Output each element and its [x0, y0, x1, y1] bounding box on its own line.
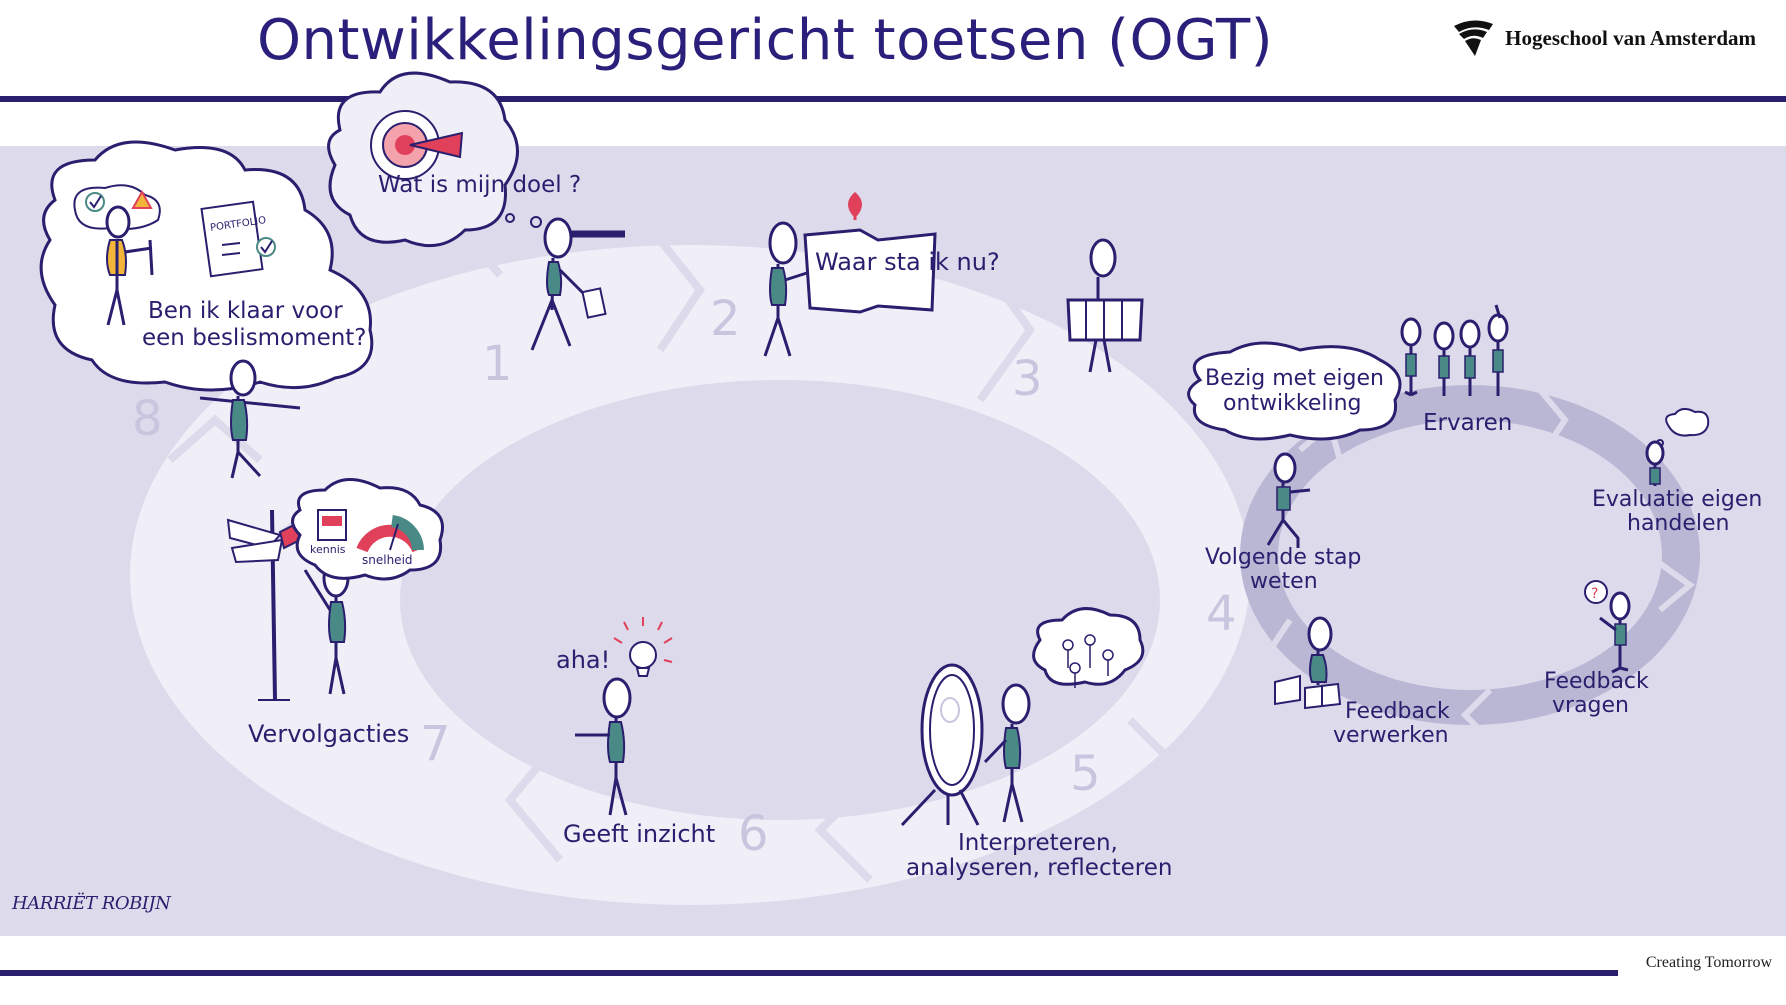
footer-tagline: Creating Tomorrow: [1645, 954, 1772, 971]
step-number-4: 4: [1206, 586, 1237, 642]
cycle-label-feedback-verwerken: Feedback verwerken: [1333, 699, 1457, 748]
step-numbers: 1 2 3 4 5 6 7 8: [132, 291, 1237, 862]
cycle-label-evaluatie: Evaluatie eigen handelen: [1592, 487, 1769, 536]
step-8-decision-moment: PORTFOLIO Ben ik klaar voor een beslismo…: [39, 140, 374, 479]
footer-divider: [0, 970, 1618, 976]
warning-icon: [131, 189, 153, 209]
reflection-label: Interpreteren, analyseren, reflecteren: [906, 830, 1172, 881]
step-number-6: 6: [738, 806, 769, 862]
step-7-follow-up-actions: kennis snelheid Vervolgacties: [226, 478, 444, 748]
step-4-own-development: Bezig met eigen ontwikkeling: [1187, 341, 1402, 441]
insight-label: Geeft inzicht: [563, 820, 715, 848]
development-bubble-text: Bezig met eigen ontwikkeling: [1205, 366, 1391, 416]
person-icon: [229, 359, 257, 397]
question-bubble-icon: [1584, 580, 1608, 604]
lightbulb-icon: [629, 641, 657, 669]
reflection-thought-bubble: [1032, 607, 1145, 686]
step-number-1: 1: [482, 336, 513, 392]
thinking-bubble-icon: [1665, 408, 1710, 437]
aha-exclamation: aha!: [556, 646, 610, 674]
gauge-right-label: snelheid: [362, 553, 413, 567]
hva-logo: Hogeschool van Amsterdam: [1451, 18, 1756, 58]
person-icon: [1645, 440, 1665, 466]
cycle-volgende-stap: Volgende stap weten: [1205, 452, 1368, 594]
goal-bubble-text: Wat is mijn doel ?: [378, 172, 581, 198]
person-icon: [1001, 683, 1031, 725]
person-icon: [1089, 238, 1117, 278]
gauge-left-label: kennis: [310, 543, 346, 556]
person-icon: [105, 205, 131, 239]
step-number-7: 7: [420, 716, 451, 772]
header-divider: [0, 96, 1786, 102]
step-2-current-position: Waar sta ik nu?: [763, 191, 1000, 357]
follow-up-label: Vervolgacties: [248, 720, 409, 748]
cycle-feedback-verwerken: Feedback verwerken: [1274, 616, 1457, 748]
cycle-feedback-vragen: ? Feedback vragen: [1544, 580, 1656, 718]
step-3-reading-map: [1066, 238, 1144, 373]
development-cycle: [1240, 385, 1700, 743]
step-6-insight: aha! Geeft inzicht: [556, 617, 715, 848]
person-icon: [1273, 452, 1297, 484]
page-title: Ontwikkelingsgericht toetsen (OGT): [256, 8, 1274, 73]
illustrator-signature: HARRIËT ROBIJN: [12, 893, 171, 914]
cycle-label-feedback-vragen: Feedback vragen: [1544, 669, 1656, 718]
person-icon: [543, 217, 573, 259]
person-icon: [768, 221, 798, 265]
cycle-label-ervaren: Ervaren: [1423, 410, 1512, 436]
document-icon: [1274, 674, 1301, 706]
map-sign-text: Waar sta ik nu?: [815, 248, 1000, 276]
svg-text:?: ?: [1591, 586, 1598, 602]
check-icon: [85, 192, 105, 212]
person-icon: [1609, 591, 1631, 621]
cycle-ervaren: Ervaren: [1400, 304, 1512, 436]
decision-bubble-text: Ben ik klaar voor een beslismoment?: [142, 298, 367, 351]
cycle-evaluatie: Evaluatie eigen handelen: [1592, 408, 1769, 536]
development-thought-bubble: [1187, 341, 1402, 441]
step-1-goal: Wat is mijn doel ?: [327, 71, 625, 351]
portfolio-document-icon: [200, 200, 264, 278]
mirror-icon: [920, 663, 984, 797]
cycle-label-volgende-stap: Volgende stap weten: [1205, 545, 1368, 594]
location-pin-icon: [848, 191, 862, 220]
step-number-3: 3: [1012, 351, 1043, 407]
person-icon: [1307, 616, 1333, 652]
person-icon: [602, 677, 632, 719]
gauge-thought-bubble: [291, 478, 444, 581]
map-sign: [803, 228, 937, 314]
check-icon: [256, 237, 276, 257]
hva-logo-icon: [1454, 20, 1494, 56]
step-number-2: 2: [710, 291, 741, 347]
step-5-reflection: Interpreteren, analyseren, reflecteren: [900, 607, 1172, 881]
group-of-people-icon: [1400, 304, 1509, 397]
decision-thought-bubble: [39, 140, 374, 392]
logo-text: Hogeschool van Amsterdam: [1505, 25, 1756, 50]
step-number-5: 5: [1070, 746, 1101, 802]
step-number-8: 8: [132, 391, 163, 447]
